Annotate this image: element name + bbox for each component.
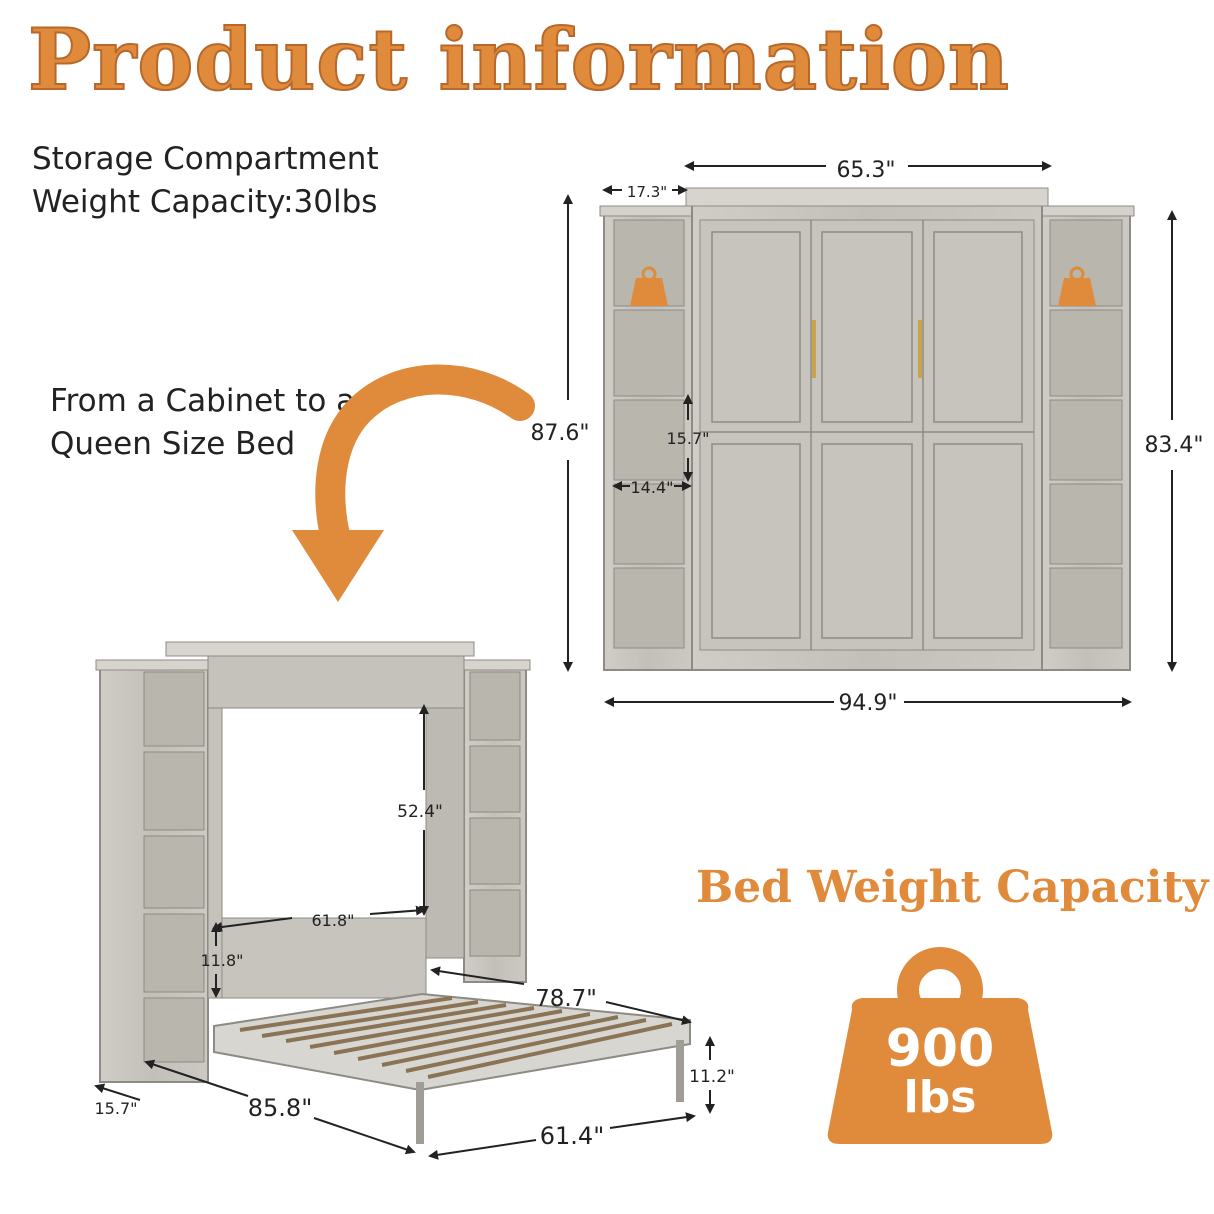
shelf-weight-icon-left [630, 266, 668, 306]
dim-overall-length: 85.8" [248, 1094, 312, 1122]
door-handle-left [812, 320, 816, 378]
storage-note-line1: Storage Compartment [32, 141, 379, 177]
dim-right-height: 83.4" [1144, 433, 1203, 458]
bed-capacity-unit: lbs [904, 1072, 977, 1123]
storage-capacity-note: Storage Compartment Weight Capacity:30lb… [32, 138, 379, 224]
dim-top-width: 65.3" [836, 158, 895, 183]
weight-icon: 900 lbs [827, 947, 1053, 1144]
conversion-note-line2: Queen Size Bed [50, 426, 296, 462]
conversion-note-line1: From a Cabinet to a [50, 383, 356, 419]
bed-open-view [95, 641, 691, 1144]
dim-bed-length: 78.7" [535, 986, 597, 1012]
dim-total-height: 87.6" [530, 421, 589, 446]
bed-capacity-value: 900 [886, 1019, 995, 1079]
storage-note-line2: Weight Capacity:30lbs [32, 184, 378, 220]
dim-opening-width: 61.8" [312, 911, 355, 930]
dim-shelf-height: 15.7" [667, 429, 710, 448]
shelf-weight-icon-right [1058, 266, 1096, 306]
dim-total-width: 94.9" [838, 691, 897, 716]
door-handle-right [918, 320, 922, 378]
dim-bed-width: 61.4" [540, 1122, 604, 1150]
page-title: Product information [27, 10, 1010, 109]
dim-opening-height: 52.4" [397, 802, 443, 822]
dim-headboard-height: 11.8" [201, 951, 244, 970]
cabinet-front-view [599, 187, 1135, 671]
bed-capacity-title: Bed Weight Capacity [696, 862, 1209, 913]
dim-side-depth: 15.7" [95, 1099, 138, 1118]
dim-side-width: 17.3" [627, 183, 667, 201]
curved-arrow-icon [292, 364, 535, 602]
dim-leg-height: 11.2" [689, 1067, 735, 1087]
dim-shelf-width: 14.4" [631, 478, 674, 497]
conversion-note: From a Cabinet to a Queen Size Bed [50, 380, 355, 466]
